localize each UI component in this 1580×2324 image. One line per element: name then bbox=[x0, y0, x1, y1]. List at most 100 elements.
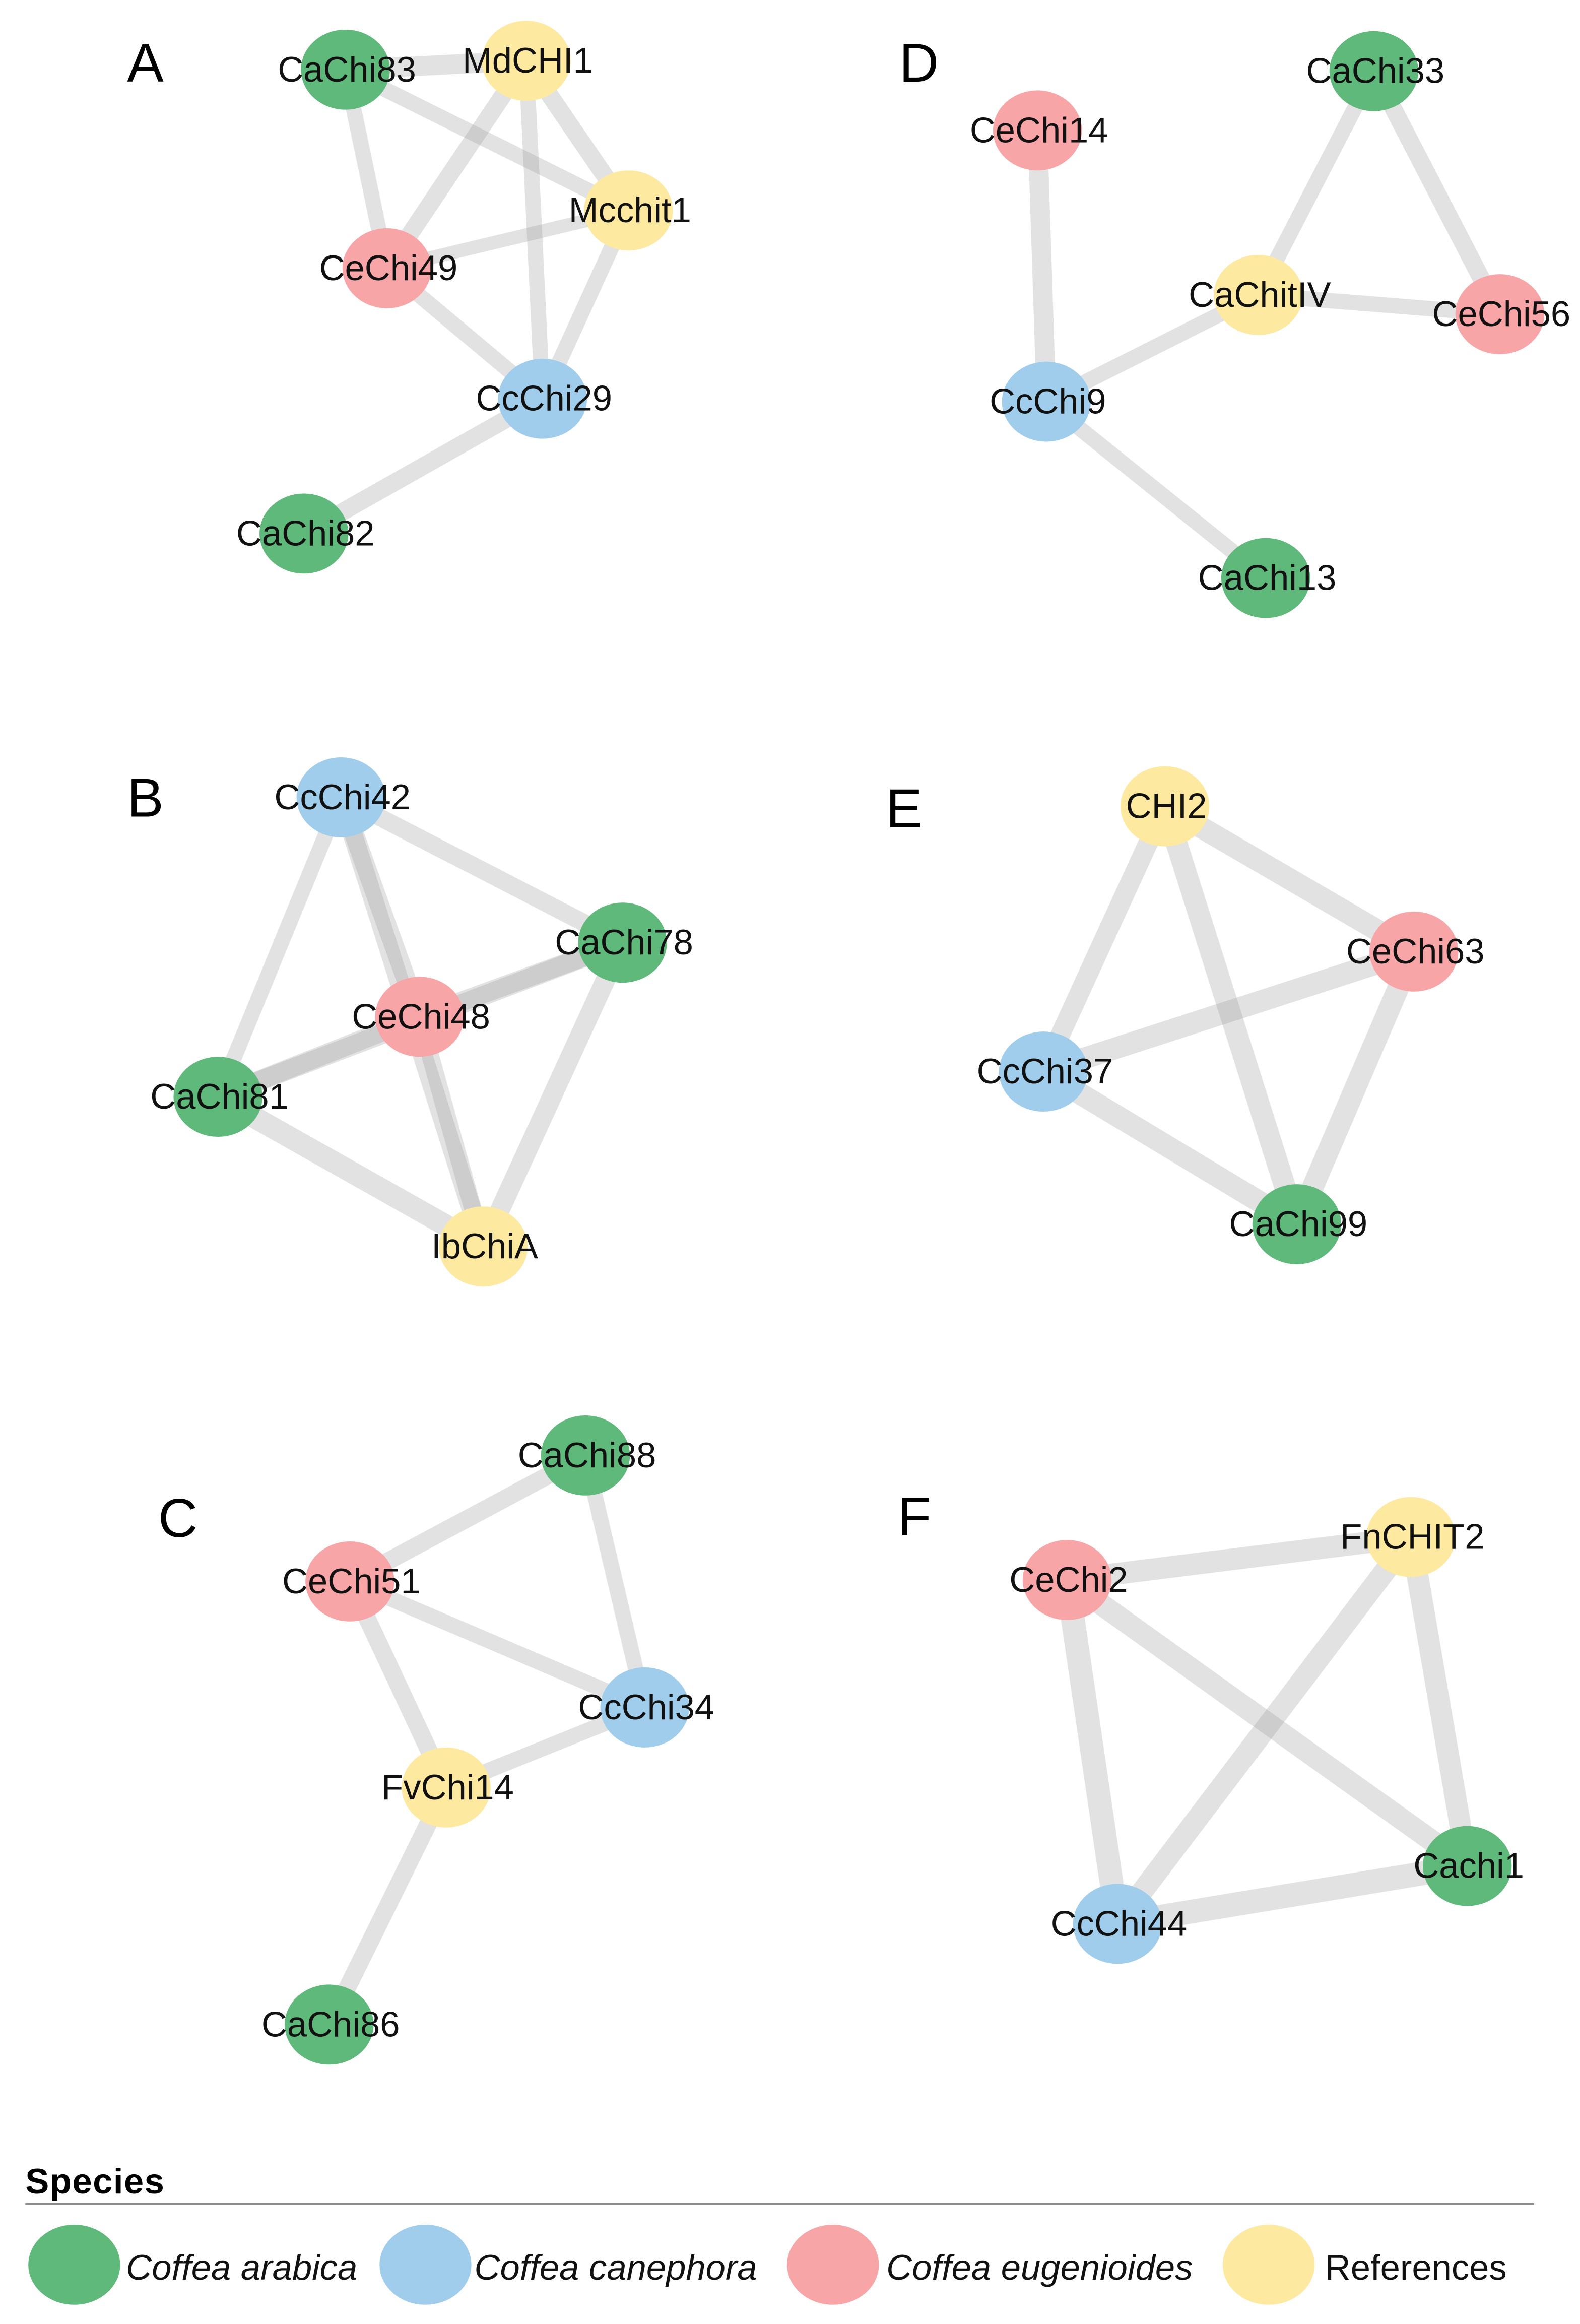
edge-cechi2-ccchi44 bbox=[1055, 1578, 1130, 1926]
edges bbox=[299, 51, 636, 541]
node-cachi78: CaChi78 bbox=[555, 902, 693, 983]
node-label: CcChi29 bbox=[476, 378, 612, 418]
node-label: FvChi14 bbox=[381, 1767, 514, 1807]
edge-cachi83-mcchit1 bbox=[342, 62, 632, 218]
node-cachi83: CaChi83 bbox=[278, 29, 416, 110]
edges bbox=[1034, 797, 1424, 1234]
node-circle bbox=[600, 1667, 689, 1748]
legend-label: References bbox=[1325, 2247, 1507, 2287]
legend-label: Coffea eugenioides bbox=[886, 2247, 1193, 2287]
node-label: CcChi9 bbox=[990, 381, 1106, 421]
node-label: IbChiA bbox=[431, 1226, 538, 1266]
panel-label: B bbox=[127, 767, 164, 829]
node-circle bbox=[1455, 274, 1545, 354]
edge-cachi81-ibchia bbox=[213, 1087, 489, 1256]
edge-cachi33-cechi56 bbox=[1366, 67, 1508, 318]
node-circle bbox=[1022, 1540, 1112, 1620]
node-mcchit1: Mcchit1 bbox=[569, 170, 691, 251]
node-label: CaChi78 bbox=[555, 922, 693, 962]
edge-chi2-cachi99 bbox=[1154, 803, 1307, 1228]
node-circle bbox=[1329, 31, 1419, 111]
node-cachi33: CaChi33 bbox=[1306, 31, 1445, 111]
legend-item-references: References bbox=[1222, 2224, 1507, 2305]
node-cachi1: Cachi1 bbox=[1413, 1826, 1524, 1906]
edge-cechi63-cachi99 bbox=[1287, 947, 1424, 1229]
edge-ccchi42-cachi78 bbox=[337, 790, 627, 951]
edge-fnchit2-cachi1 bbox=[1400, 1535, 1478, 1868]
node-label: Mcchit1 bbox=[569, 190, 691, 230]
edge-cechi2-cachi1 bbox=[1061, 1571, 1474, 1875]
node-label: CeChi48 bbox=[352, 996, 490, 1036]
node-cachi81: CaChi81 bbox=[150, 1057, 289, 1137]
legend-swatch bbox=[787, 2224, 879, 2305]
nodes: CaChi83 MdCHI1Mcchit1CeChi49CcChi29CaChi8… bbox=[236, 21, 691, 574]
node-cachi99: CaChi99 bbox=[1229, 1184, 1368, 1264]
panel-label: D bbox=[899, 32, 939, 94]
node-ccchi37: CcChi37 bbox=[977, 1031, 1113, 1112]
edge-cachi88-ccchi34 bbox=[578, 1453, 652, 1709]
node-label: MdCHI1 bbox=[463, 40, 593, 80]
node-ccchi34: CcChi34 bbox=[578, 1667, 714, 1748]
node-label: CaChi99 bbox=[1229, 1204, 1368, 1244]
node-cechi51: CeChi51 bbox=[282, 1541, 421, 1622]
panel-label: E bbox=[886, 778, 923, 839]
node-circle bbox=[402, 1747, 491, 1828]
node-label: CeChi56 bbox=[1432, 294, 1571, 334]
edge-chi2-ccchi37 bbox=[1034, 802, 1174, 1076]
node-label: CaChi81 bbox=[150, 1076, 289, 1116]
node-cechi14: CeChi14 bbox=[970, 90, 1108, 171]
node-ccchi9: CcChi9 bbox=[990, 361, 1106, 442]
node-circle bbox=[1369, 911, 1459, 992]
node-label: CaChi82 bbox=[236, 513, 375, 553]
node-ccchi42: CcChi42 bbox=[274, 757, 411, 837]
node-ccchi44: CcChi44 bbox=[1051, 1884, 1188, 1964]
node-circle bbox=[1366, 1497, 1456, 1577]
node-label: CcChi37 bbox=[977, 1051, 1113, 1091]
node-cechi56: CeChi56 bbox=[1432, 274, 1571, 354]
node-chi2: CHI2 bbox=[1120, 766, 1210, 847]
legend-item-coffea-eugenioides: Coffea eugenioides bbox=[787, 2224, 1193, 2305]
node-circle bbox=[1252, 1184, 1342, 1264]
panel-label: C bbox=[158, 1488, 198, 1549]
edge-fvchi14-cachi86 bbox=[321, 1783, 454, 2029]
legend-label: Coffea arabica bbox=[126, 2247, 357, 2287]
node-label: CaChi33 bbox=[1306, 51, 1445, 91]
node-circle bbox=[584, 170, 673, 251]
legend-item-coffea-arabica: Coffea arabica bbox=[28, 2224, 357, 2305]
node-circle bbox=[301, 29, 390, 110]
node-circle bbox=[342, 228, 432, 308]
node-circle bbox=[1002, 361, 1091, 442]
node-mdchi1: MdCHI1 bbox=[463, 21, 593, 101]
edge-ccchi42-cachi81 bbox=[211, 794, 348, 1100]
node-label: CcChi42 bbox=[274, 777, 411, 817]
edge-mdchi1-ccchi29 bbox=[518, 60, 551, 399]
node-circle bbox=[541, 1415, 630, 1496]
node-circle bbox=[1120, 766, 1210, 847]
node-cechi2: CeChi2 bbox=[1009, 1540, 1128, 1620]
node-label: CeChi2 bbox=[1009, 1560, 1128, 1599]
node-circle bbox=[259, 493, 349, 574]
legend-swatch bbox=[28, 2224, 120, 2305]
node-label: CaChitIV bbox=[1189, 275, 1331, 314]
node-circle bbox=[1214, 254, 1303, 335]
node-circle bbox=[296, 757, 386, 837]
edge-cechi63-ccchi37 bbox=[1040, 941, 1417, 1082]
node-cachi86: CaChi86 bbox=[261, 1984, 400, 2065]
node-cechi48: CeChi48 bbox=[352, 977, 490, 1057]
node-fvchi14: FvChi14 bbox=[381, 1747, 514, 1828]
node-cechi49: CeChi49 bbox=[319, 228, 457, 308]
panel-label: F bbox=[898, 1486, 931, 1547]
node-label: CaChi83 bbox=[278, 49, 416, 89]
node-circle bbox=[578, 902, 667, 983]
edge-fnchit2-ccchi44 bbox=[1108, 1530, 1420, 1930]
node-label: CcChi44 bbox=[1051, 1903, 1188, 1943]
legend-label: Coffea canephora bbox=[474, 2247, 757, 2287]
node-label: CaChi86 bbox=[261, 2004, 400, 2044]
legend-swatch bbox=[1222, 2224, 1315, 2305]
